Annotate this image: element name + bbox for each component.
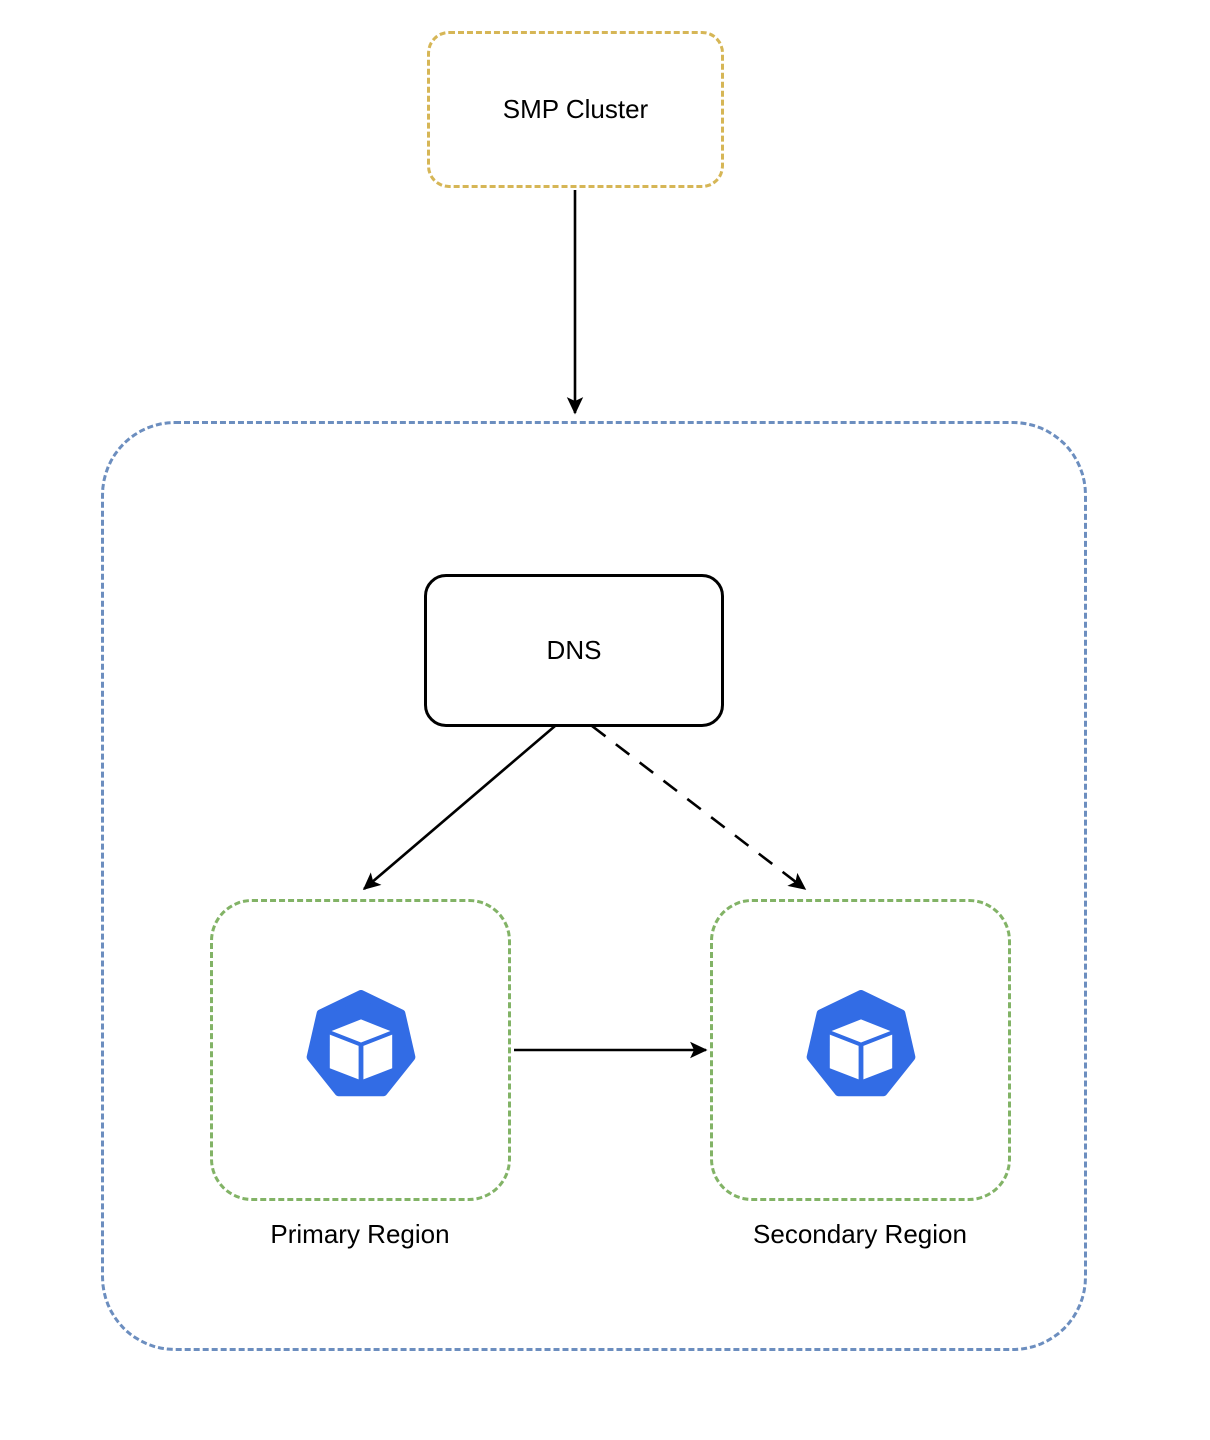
primary-region-caption: Primary Region xyxy=(270,1219,450,1249)
dns-label: DNS xyxy=(546,634,602,665)
primary-region-box[interactable] xyxy=(210,899,511,1201)
platform-container-node[interactable] xyxy=(101,421,1087,1351)
kubernetes-icon xyxy=(801,990,921,1110)
dns-node[interactable]: DNS xyxy=(424,574,724,727)
secondary-region-caption: Secondary Region xyxy=(753,1219,967,1249)
kubernetes-icon xyxy=(301,990,421,1110)
smp-cluster-node[interactable]: SMP Cluster xyxy=(427,31,724,188)
smp-cluster-label: SMP Cluster xyxy=(502,93,649,124)
secondary-region-box[interactable] xyxy=(710,899,1011,1201)
